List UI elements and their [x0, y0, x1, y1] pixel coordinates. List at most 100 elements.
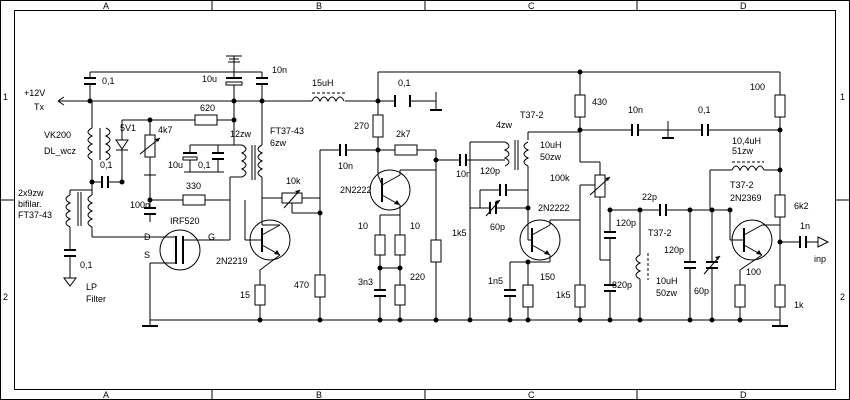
transistor-2n2219: 2N2219 15 — [216, 200, 291, 320]
cap-10n-d-label: 10n — [628, 105, 643, 115]
cap-01-mid: 0,1 — [394, 78, 442, 111]
inductor-104uh-label: 10,4uH — [732, 136, 761, 146]
ground-left — [142, 320, 158, 327]
cap-10u-top-label: 10u — [202, 74, 217, 84]
irf520-label: IRF520 — [170, 216, 200, 226]
resistor-330-label: 330 — [186, 181, 201, 191]
pot-100k-label: 100k — [550, 173, 570, 183]
zener-5v1: 5V1 — [115, 119, 150, 175]
frame-col-a-top: A — [103, 1, 109, 11]
frame-col-d-bottom: D — [740, 390, 747, 400]
bifilar-line3: FT37-43 — [18, 210, 52, 220]
resistor-1k-label: 1k — [794, 300, 804, 310]
zw50-a-label: 50zw — [540, 152, 562, 162]
resistor-1k5-a: 1k5 — [430, 228, 467, 320]
cap-10n-d: 10n — [580, 105, 702, 139]
cap-100n-label: 100n — [130, 200, 150, 210]
cap-120p-c-label: 120p — [664, 245, 684, 255]
cap-120p-b-label: 120p — [616, 218, 636, 228]
cap-10u-mid: 10u — [168, 144, 234, 172]
cap-3n3-label: 3n3 — [358, 277, 373, 287]
transistor-2n2222-a: 2N2222 — [340, 169, 436, 216]
frame-col-b-top: B — [316, 1, 322, 11]
resistor-10-b-label: 10 — [410, 221, 420, 231]
cap-01-d-label: 0,1 — [698, 105, 711, 115]
frame-col-a-bottom: A — [103, 390, 109, 400]
zw51-label: 51zw — [732, 146, 754, 156]
resistor-330: 330 — [149, 175, 230, 206]
cap-01-mid2-label: 0,1 — [198, 160, 211, 170]
cap-01-bottom-label: 0,1 — [80, 260, 93, 270]
irf520-g-pin: G — [208, 232, 215, 242]
cap-01-mid2: 0,1 — [184, 145, 224, 173]
t-6zw-label: 6zw — [270, 138, 287, 148]
dl-wcz-label: DL_wcz — [44, 146, 77, 156]
t-t372-b-label: T37-2 — [648, 228, 672, 238]
transformer-bifilar: 2x9zw bifilar. FT37-43 — [18, 160, 160, 250]
cap-c1: 0,1 — [84, 72, 115, 101]
resistor-220-label: 220 — [410, 272, 425, 282]
cap-10n-c: 10n — [436, 154, 505, 179]
cap-820p-label: 820p — [612, 280, 632, 290]
frame-col-b-bottom: B — [316, 390, 322, 400]
frame-col-c-top: C — [528, 1, 535, 11]
resistor-430: 430 — [574, 72, 607, 162]
cap-10n-b: 10n — [320, 144, 378, 171]
cap-10n-top: 10n — [256, 65, 287, 101]
pot-10k: 10k — [262, 176, 320, 214]
q-2n2219-label: 2N2219 — [216, 256, 248, 266]
resistor-2k7-label: 2k7 — [396, 129, 411, 139]
resistor-270-label: 270 — [354, 121, 369, 131]
t-12zw-label: 12zw — [230, 129, 252, 139]
cap-10n-top-label: 10n — [272, 65, 287, 75]
supply-rail — [57, 71, 780, 106]
resistor-15-label: 15 — [240, 290, 250, 300]
resistor-1k: 1k — [772, 284, 804, 327]
resistor-6k2-label: 6k2 — [794, 201, 809, 211]
inductor-15uh-label: 15uH — [312, 78, 334, 88]
t-4zw-label: 4zw — [496, 120, 513, 130]
cap-120p-a-label: 120p — [480, 166, 500, 176]
l-10uh-b-label: 10uH — [656, 276, 678, 286]
junction-dots — [87, 69, 783, 323]
cap-100n: 100n — [130, 200, 156, 222]
resistor-220: 220 — [394, 268, 425, 320]
resistor-620: 620 — [150, 101, 235, 145]
mosfet-irf520: IRF520 D G S — [144, 200, 231, 320]
resistor-2k7: 2k7 — [378, 129, 437, 240]
cap-1n-label: 1n — [800, 221, 810, 231]
trimmer-60p-b-label: 60p — [694, 286, 709, 296]
q-2n2369-label: 2N2369 — [730, 193, 762, 203]
cap-120p-c: 120p — [664, 210, 696, 320]
frame-col-c-bottom: C — [528, 390, 535, 400]
trimmer-60p-a-label: 60p — [490, 222, 505, 232]
cap-10n-b-label: 10n — [338, 161, 353, 171]
cap-1n5: 1n5 — [488, 262, 516, 320]
t-t372-c-label: T37-2 — [730, 180, 754, 190]
cap-22p-label: 22p — [642, 192, 657, 202]
resistor-100-b-label: 100 — [746, 267, 761, 277]
choke-vk200: VK200 DL_wcz — [44, 101, 111, 161]
cap-1n-input: 1n inp — [780, 221, 830, 264]
bifilar-line1: 2x9zw — [18, 188, 44, 198]
supply-label: +12V — [24, 88, 45, 98]
resistor-620-label: 620 — [200, 103, 215, 113]
frame-row-1-right: 1 — [840, 92, 845, 102]
cap-10u-mid-label: 10u — [168, 160, 183, 170]
cap-120p-b: 120p — [604, 210, 636, 285]
ft3743-label: FT37-43 — [270, 126, 304, 136]
cap-120p-a: 120p — [479, 166, 528, 208]
inp-label: inp — [814, 254, 826, 264]
resistor-1k5-b: 1k5 — [556, 220, 586, 320]
transformer-ft3743: 12zw FT37-43 6zw — [229, 101, 304, 225]
cap-01-bottom: 0,1 — [63, 249, 93, 287]
pot-4k7-label: 4k7 — [158, 125, 173, 135]
resistor-6k2: 6k2 — [774, 190, 809, 285]
resistor-270: 270 — [354, 101, 384, 175]
cap-01-left: 0,1 — [92, 160, 123, 188]
l-10uh-a-label: 10uH — [540, 140, 562, 150]
frame-row-2-right: 2 — [840, 292, 845, 302]
trimmer-60p-b: 60p — [694, 210, 721, 320]
resistor-430-label: 430 — [592, 97, 607, 107]
resistor-100-b: 100 — [734, 267, 761, 320]
